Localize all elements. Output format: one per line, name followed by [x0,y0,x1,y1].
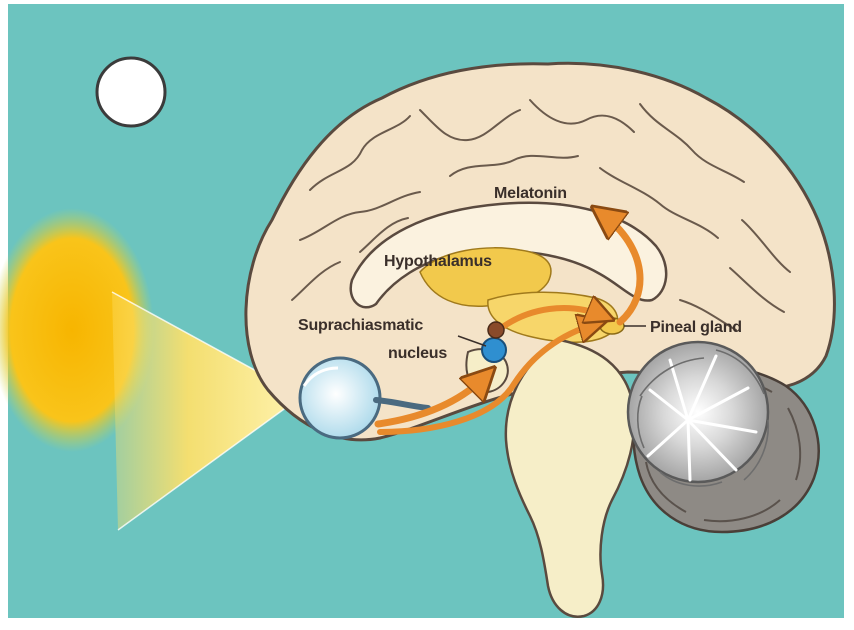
label-pineal-gland: Pineal gland [650,319,742,336]
moon-icon [97,58,165,126]
cerebellum [628,342,768,482]
label-scn-line2: nucleus [388,345,447,362]
label-scn-line1: Suprachiasmatic [298,317,423,334]
scn-dot [482,338,506,362]
label-hypothalamus: Hypothalamus [384,253,492,270]
label-melatonin: Melatonin [494,185,567,202]
scn-marker [488,322,504,338]
